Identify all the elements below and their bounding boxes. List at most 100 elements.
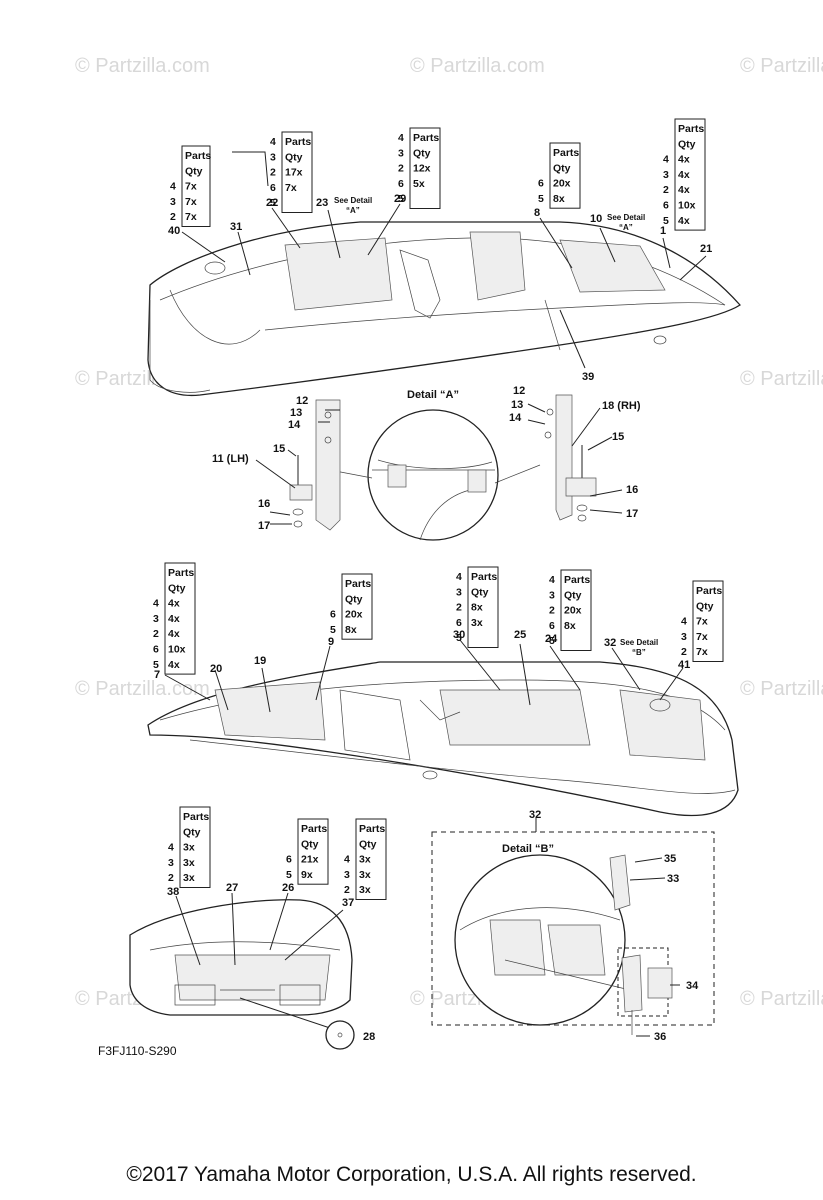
qty-table-header: Qty (285, 151, 303, 163)
qty-table-header: Qty (168, 582, 186, 594)
qty-table-part-number: 2 (168, 872, 174, 884)
qty-table-header: Qty (183, 826, 201, 838)
qty-table-part-number: 3 (270, 151, 276, 163)
callout-13-rh: 13 (511, 399, 523, 411)
qty-table-part-number: 5 (456, 632, 462, 644)
qty-table-part-number: 5 (286, 869, 292, 881)
qty-table-quantity: 9x (301, 869, 313, 881)
qty-table-part-number: 3 (681, 631, 687, 643)
callout-36: 36 (654, 1031, 666, 1043)
qty-table-part-number: 3 (398, 147, 404, 159)
qty-table-quantity: 3x (471, 617, 483, 629)
callout-23: 23 (316, 197, 328, 209)
qty-table-part-number: 6 (456, 617, 462, 629)
watermark: © Partzilla.com (740, 55, 823, 77)
see-detail-a-right: See Detail (607, 213, 645, 222)
callout-41: 41 (678, 659, 690, 671)
qty-table-quantity: 4x (678, 184, 690, 196)
qty-table-part-number: 2 (344, 884, 350, 896)
detail-a-title: Detail “A” (407, 389, 459, 401)
qty-table-quantity: 4x (678, 215, 690, 227)
qty-table-part-number: 2 (270, 167, 276, 179)
callout-34: 34 (686, 980, 699, 992)
qty-table-part-number: 4 (549, 574, 555, 586)
qty-table-part-number: 2 (398, 163, 404, 175)
diagram-code: F3FJ110-S290 (98, 1044, 177, 1058)
qty-table-quantity: 4x (678, 169, 690, 181)
callout-32: 32 (604, 637, 616, 649)
qty-table-header: Qty (359, 838, 377, 850)
qty-table-part-number: 5 (398, 193, 404, 205)
qty-table-part-number: 4 (456, 571, 462, 583)
qty-table-header: Parts (285, 136, 311, 148)
qty-table-quantity: 20x (553, 178, 571, 190)
callout-29: 29 (394, 193, 406, 205)
qty-table-header: Qty (696, 600, 714, 612)
qty-table-part-number: 4 (663, 154, 669, 166)
callout-18-rh: 18 (RH) (602, 400, 641, 412)
qty-table-part-number: 4 (270, 136, 276, 148)
callout-25: 25 (514, 629, 526, 641)
qty-table-part-number: 6 (270, 182, 276, 194)
copyright-footer: ©2017 Yamaha Motor Corporation, U.S.A. A… (126, 1163, 697, 1186)
qty-table-part-number: 4 (681, 616, 687, 628)
qty-table-part-number: 3 (663, 169, 669, 181)
callout-labels: 40 31 22 23 29 8 10 1 21 39 12 13 14 15 … (154, 193, 712, 1043)
callout-26: 26 (282, 882, 294, 894)
qty-table-quantity: 20x (564, 605, 582, 617)
qty-table-part-number: 6 (153, 644, 159, 656)
qty-table-part-number: 3 (456, 586, 462, 598)
qty-table-quantity: 4x (168, 659, 180, 671)
qty-table-quantity: 7x (285, 182, 297, 194)
qty-table-part-number: 2 (663, 184, 669, 196)
watermark: © Partzilla.com (75, 678, 210, 700)
qty-table-part-number: 4 (344, 854, 350, 866)
qty-table-part-number: 3 (549, 589, 555, 601)
qty-table-quantity: 3x (183, 842, 195, 854)
leader-lines (164, 151, 707, 1037)
qty-table-header: Qty (564, 589, 582, 601)
qty-table-header: Parts (359, 823, 385, 835)
qty-table-part-number: 2 (170, 211, 176, 223)
qty-table-part-number: 3 (344, 869, 350, 881)
qty-table-header: Qty (345, 593, 363, 605)
qty-table-quantity: 7x (185, 211, 197, 223)
qty-table-quantity: 7x (696, 631, 708, 643)
qty-table-part-number: 4 (168, 842, 174, 854)
callout-24: 24 (545, 633, 558, 645)
qty-table-border (560, 569, 592, 651)
callout-14-lh: 14 (288, 419, 301, 431)
callout-38: 38 (167, 886, 179, 898)
callout-17-lh: 17 (258, 520, 270, 532)
qty-table-part-number: 5 (549, 635, 555, 647)
qty-table-border (355, 818, 387, 900)
qty-table-header: Parts (696, 585, 722, 597)
callout-7: 7 (154, 669, 160, 681)
qty-table-quantity: 4x (168, 613, 180, 625)
qty-table-quantity: 4x (678, 154, 690, 166)
qty-table-part-number: 6 (549, 620, 555, 632)
callout-20: 20 (210, 663, 222, 675)
qty-table-border (281, 131, 313, 213)
qty-table-quantity: 7x (185, 196, 197, 208)
qty-table-quantity: 17x (285, 167, 303, 179)
qty-table-part-number: 3 (170, 196, 176, 208)
see-detail-a-top-ref: “A” (346, 206, 360, 215)
qty-table-quantity: 7x (696, 616, 708, 628)
callout-19: 19 (254, 655, 266, 667)
qty-table-quantity: 8x (345, 624, 357, 636)
qty-table-quantity: 3x (359, 884, 371, 896)
callout-14-rh: 14 (509, 412, 522, 424)
qty-table-part-number: 3 (168, 857, 174, 869)
qty-table-border (549, 142, 581, 209)
qty-table-quantity: 3x (359, 869, 371, 881)
